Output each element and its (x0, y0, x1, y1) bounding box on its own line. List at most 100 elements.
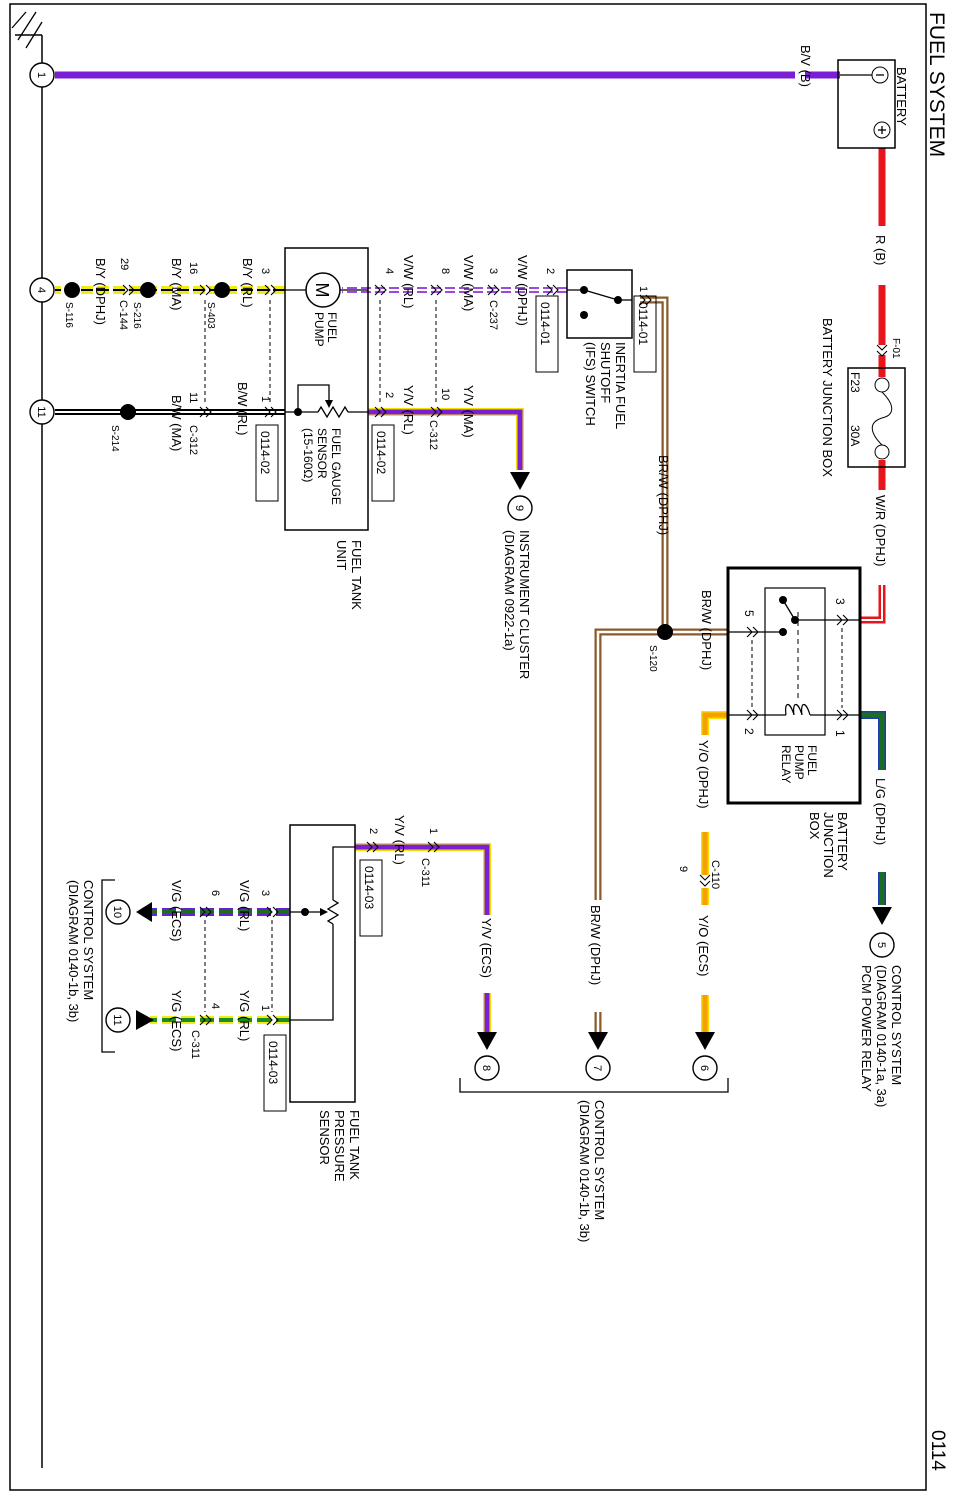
splice-label: S-403 (205, 302, 216, 329)
pin-number: 1 (833, 730, 847, 737)
ref-circle-10 (105, 899, 131, 925)
connector-icon (264, 406, 277, 418)
wire-yo (701, 711, 728, 735)
wire-label: B/Y (RL) (240, 258, 255, 308)
ifs-switch-label: SHUTOFF (598, 342, 613, 403)
pin-number: 1 (427, 828, 439, 834)
line (25, 21, 43, 49)
ifs-ref-box-text: 0114-01 (538, 302, 552, 345)
line (583, 289, 619, 301)
fuel-gauge-sensor-label: FUEL GAUGE (329, 428, 343, 505)
wire-label: V/W (MA) (461, 255, 476, 311)
bracket (101, 879, 115, 1053)
connector-icon (836, 709, 849, 721)
splice-s120 (657, 624, 673, 640)
relay-label: RELAY (779, 745, 793, 783)
wire-label: Y/G (RL) (237, 990, 252, 1041)
pin-number: 3 (487, 268, 499, 274)
pcm-ref-text: (DIAGRAM 0140-1a, 3a) (874, 965, 889, 1107)
wire-label: B/W (RL) (235, 382, 250, 435)
wires (55, 71, 886, 1032)
connector-icon (266, 906, 279, 918)
arrow-icon (477, 1032, 497, 1050)
wire-label: R (B) (873, 235, 888, 265)
wire-label: BR/W (DPHJ) (588, 905, 603, 985)
ifs-ref-box (535, 295, 559, 373)
fuel-tank-ref-box-text: 0114-02 (258, 431, 272, 474)
wire-wr-stripe (860, 585, 883, 621)
arrow-icon (136, 902, 152, 922)
wire-label: BR/W (DPHJ) (699, 590, 714, 670)
fuse-terminal (874, 444, 890, 460)
fuse-rating: 30A (848, 425, 862, 446)
relay-coil-icon (785, 703, 811, 716)
splice-s216 (140, 282, 156, 298)
page-title: FUEL SYSTEM (925, 12, 948, 157)
wire-wr (860, 585, 886, 624)
connector-icon (746, 626, 759, 638)
ground-4 (29, 277, 55, 303)
pcm-ref-text: CONTROL SYSTEM (889, 965, 904, 1085)
ref-circle-9-number: 9 (513, 505, 525, 511)
pin-number: 4 (383, 268, 395, 274)
wire-label: B/Y (DPHJ) (93, 258, 108, 325)
fuel-gauge-sensor-label: SENSOR (315, 428, 329, 479)
connector-label: C-311 (189, 1030, 201, 1059)
control-system-ref: (DIAGRAM 0140-1b, 3b) (577, 1100, 592, 1242)
pin-number: 9 (677, 866, 689, 872)
connector-icon (264, 284, 277, 296)
connector-icon (836, 614, 849, 626)
connector-c312 (430, 284, 443, 296)
pressure-sensor-label: FUEL TANK (347, 1110, 362, 1180)
connector-label: C-312 (187, 425, 199, 455)
splice-s403 (214, 282, 230, 298)
ground-4-number: 4 (35, 287, 47, 293)
arrow-icon (695, 1032, 715, 1050)
ref-circle-10-number: 10 (111, 906, 123, 918)
wire-label: Y/V (RL) (401, 385, 416, 435)
splice-dot (301, 908, 309, 916)
connector-icon (199, 906, 212, 918)
line (290, 924, 334, 1021)
control-system-ref: CONTROL SYSTEM (592, 1100, 607, 1220)
battery (837, 59, 896, 149)
pin-number: 3 (833, 598, 847, 605)
connector-label: C-110 (709, 860, 721, 889)
fuse-name: F23 (848, 372, 862, 393)
wire-yo-stripe (702, 712, 728, 735)
pressure-sensor-label: SENSOR (317, 1110, 332, 1165)
wire-brw-stripe (596, 630, 665, 1032)
pin-number: 8 (439, 268, 451, 274)
fuse-terminal (874, 377, 890, 393)
fuel-pump-label: FUEL (325, 312, 339, 343)
wire-label: V/G (ECS) (169, 880, 184, 941)
fuel-tank-unit-label: FUEL TANK (349, 540, 364, 610)
wire-label: B/W (MA) (169, 395, 184, 451)
connector-icon (430, 406, 443, 418)
connector-icon (427, 841, 440, 853)
fuel-pump-relay (764, 587, 826, 736)
wiper-arrow-icon (325, 400, 333, 408)
arrow-icon (136, 1010, 154, 1030)
splice-label: S-214 (109, 425, 120, 452)
junction-box-label: BATTERY (835, 812, 850, 871)
connector-label: C-311 (419, 858, 431, 887)
fuel-tank-ref-box-text: 0114-02 (374, 431, 388, 474)
fuse-icon (871, 391, 893, 446)
wire-label: V/G (RL) (237, 880, 252, 931)
fuse-box (847, 367, 906, 468)
relay-contact (779, 596, 787, 604)
ref-circle-11 (105, 1007, 131, 1033)
ifs-switch-label: INERTIA FUEL (613, 342, 628, 429)
pressure-ref-box-text: 0114-03 (266, 1041, 280, 1084)
pin-number: 10 (439, 388, 451, 400)
splice-s116 (64, 282, 80, 298)
splice-label: S-120 (647, 645, 658, 672)
connector-label: F-01 (890, 338, 901, 359)
connector-icon (199, 284, 212, 296)
fuel-pump-label: PUMP (312, 312, 326, 347)
wire-label: Y/O (DPHJ) (696, 740, 711, 809)
pin-number: 16 (187, 262, 199, 274)
